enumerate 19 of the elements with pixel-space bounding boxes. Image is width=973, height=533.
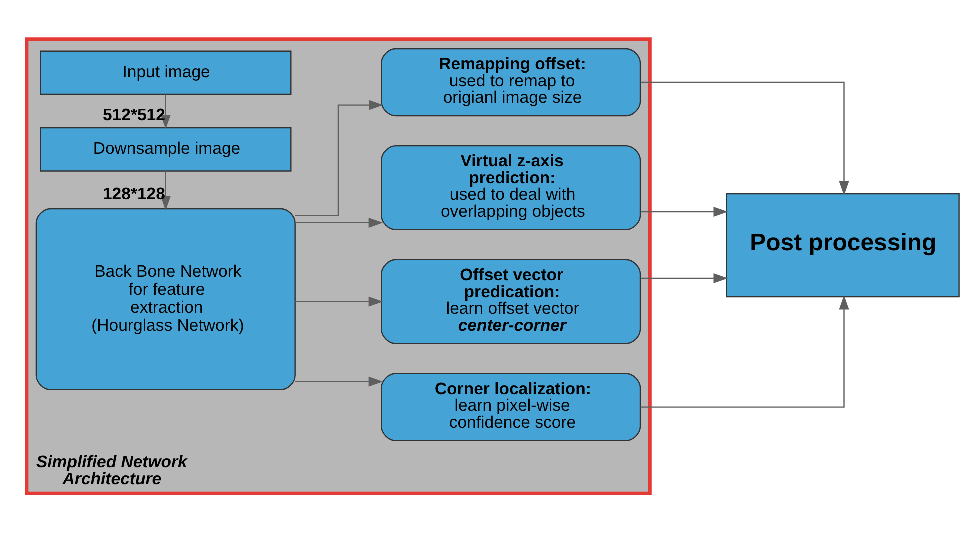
arrow [160,94,171,130]
node-box: Post processing [726,193,960,298]
arrow [295,376,384,387]
arrow [295,296,384,307]
node-box: Downsample image [40,127,292,172]
node-box: Input image [40,50,292,96]
edge-label: 128*128 [102,184,166,204]
node-box: Corner localization: learn pixel-wise confidence score [381,373,642,442]
edge-label: 512*512 [102,105,166,124]
node-box: Back Bone Network for feature extraction (Hourglass Network) [36,208,296,391]
arrow [295,100,384,217]
arrow [640,82,850,196]
node-box: Remapping offset: used to remap to origianl image size [381,48,642,117]
arrow [640,273,728,284]
node-box: Virtual z-axis prediction: used to deal with overlapping objects [381,145,642,231]
arrow [295,218,384,228]
arrow [640,206,728,218]
node-box: Offset vector predication: learn offset vector center-corner [381,259,642,344]
arrow [640,295,850,408]
